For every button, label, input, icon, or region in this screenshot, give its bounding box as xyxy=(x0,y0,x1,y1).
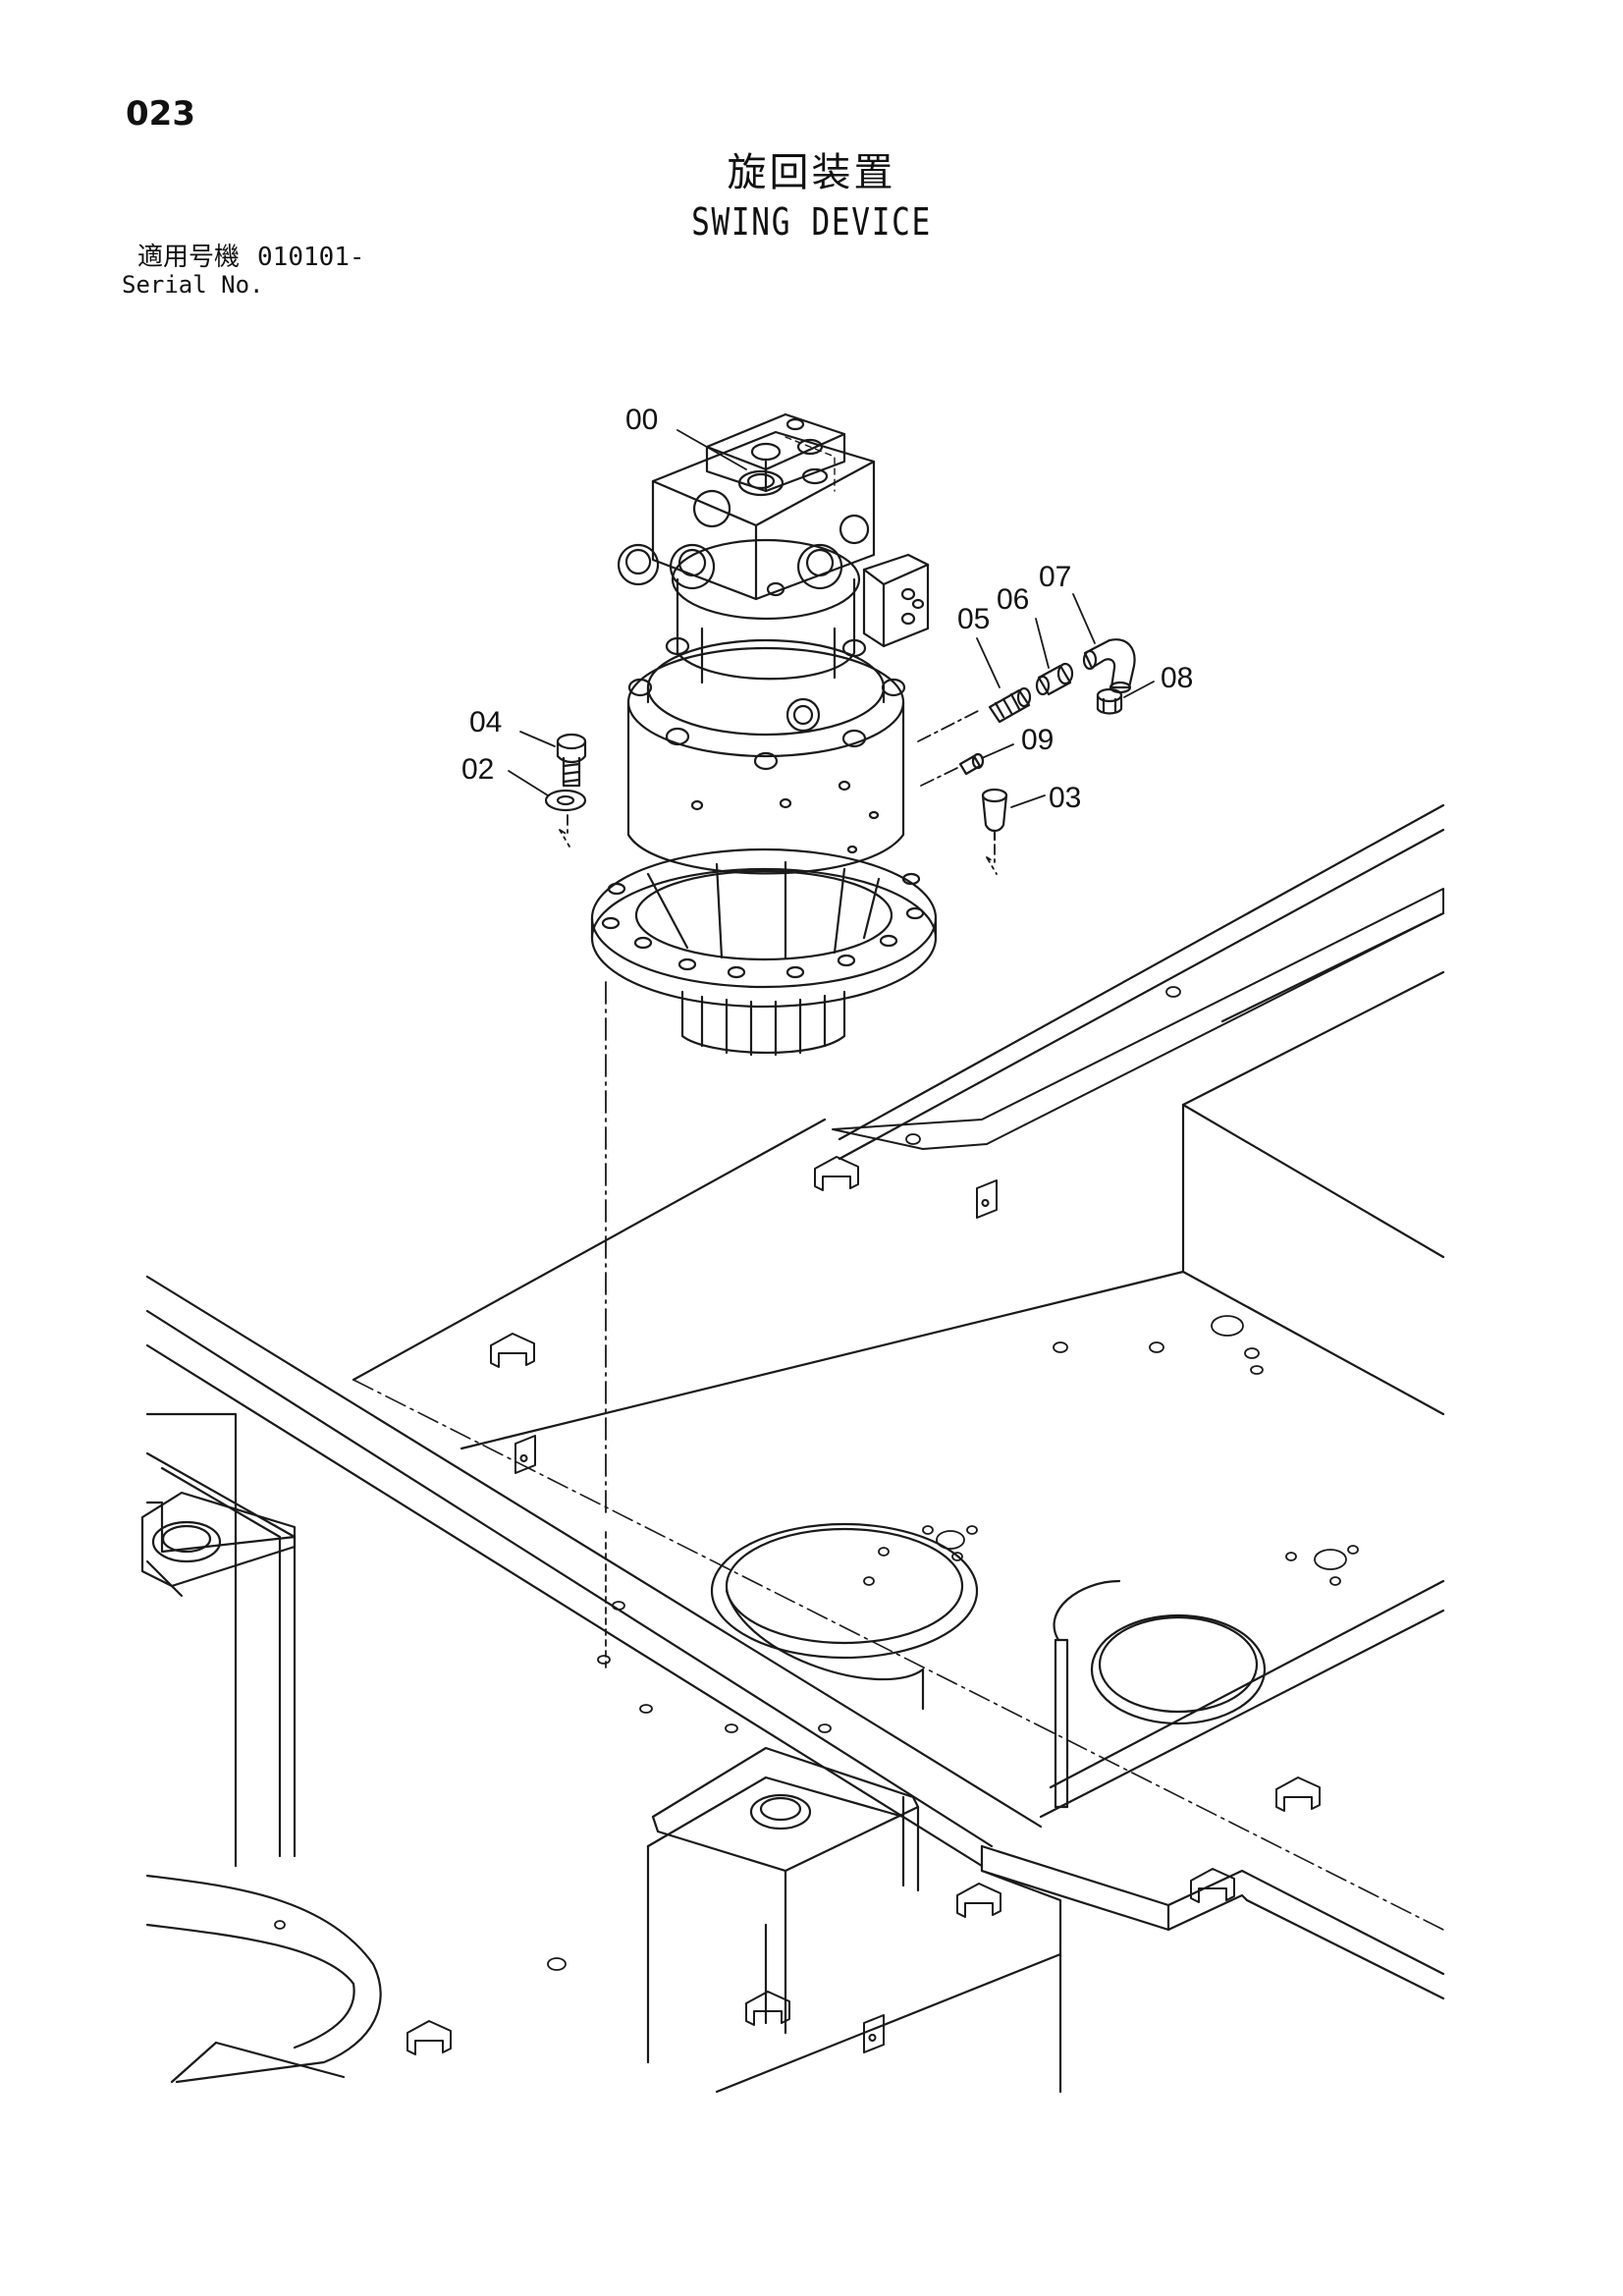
part-02-washer xyxy=(544,789,587,812)
callout-05: 05 xyxy=(957,603,990,635)
serial-block: 適用号機 010101- Serial No. xyxy=(122,244,365,299)
upper-frame xyxy=(140,803,1445,2094)
title-block: 旋回装置 SWING DEVICE xyxy=(0,147,1623,246)
callout-02: 02 xyxy=(461,753,494,786)
title-english: SWING DEVICE xyxy=(691,200,932,244)
small-parts xyxy=(544,638,1136,842)
part-06-adapter xyxy=(1035,662,1074,696)
part-05-fitting xyxy=(988,686,1032,724)
callout-00: 00 xyxy=(625,404,658,436)
part-08-cap xyxy=(1096,687,1123,715)
part-04-bolt xyxy=(556,733,587,788)
swing-motor-assembly xyxy=(590,412,938,1057)
frame-holes xyxy=(274,986,1359,1971)
title-japanese: 旋回装置 xyxy=(727,150,896,195)
callout-03: 03 xyxy=(1049,782,1081,814)
callout-09: 09 xyxy=(1021,724,1054,756)
page-number: 023 xyxy=(126,94,195,134)
callouts: 00 02 03 04 05 06 07 08 09 xyxy=(461,404,1193,814)
serial-row-japanese: 適用号機 010101- xyxy=(122,244,365,271)
clip-brackets xyxy=(406,1156,1321,2055)
part-07-elbow xyxy=(1082,638,1136,694)
callout-04: 04 xyxy=(469,706,502,738)
serial-label-japanese: 適用号機 xyxy=(137,243,241,272)
part-03-pin xyxy=(981,788,1008,842)
callout-06: 06 xyxy=(997,583,1029,616)
part-09-plug xyxy=(958,752,985,776)
serial-value: 010101- xyxy=(257,243,365,272)
leader-lines xyxy=(508,429,1155,1670)
callout-08: 08 xyxy=(1161,662,1193,694)
serial-label-english: Serial No. xyxy=(122,271,264,299)
callout-07: 07 xyxy=(1039,561,1071,593)
